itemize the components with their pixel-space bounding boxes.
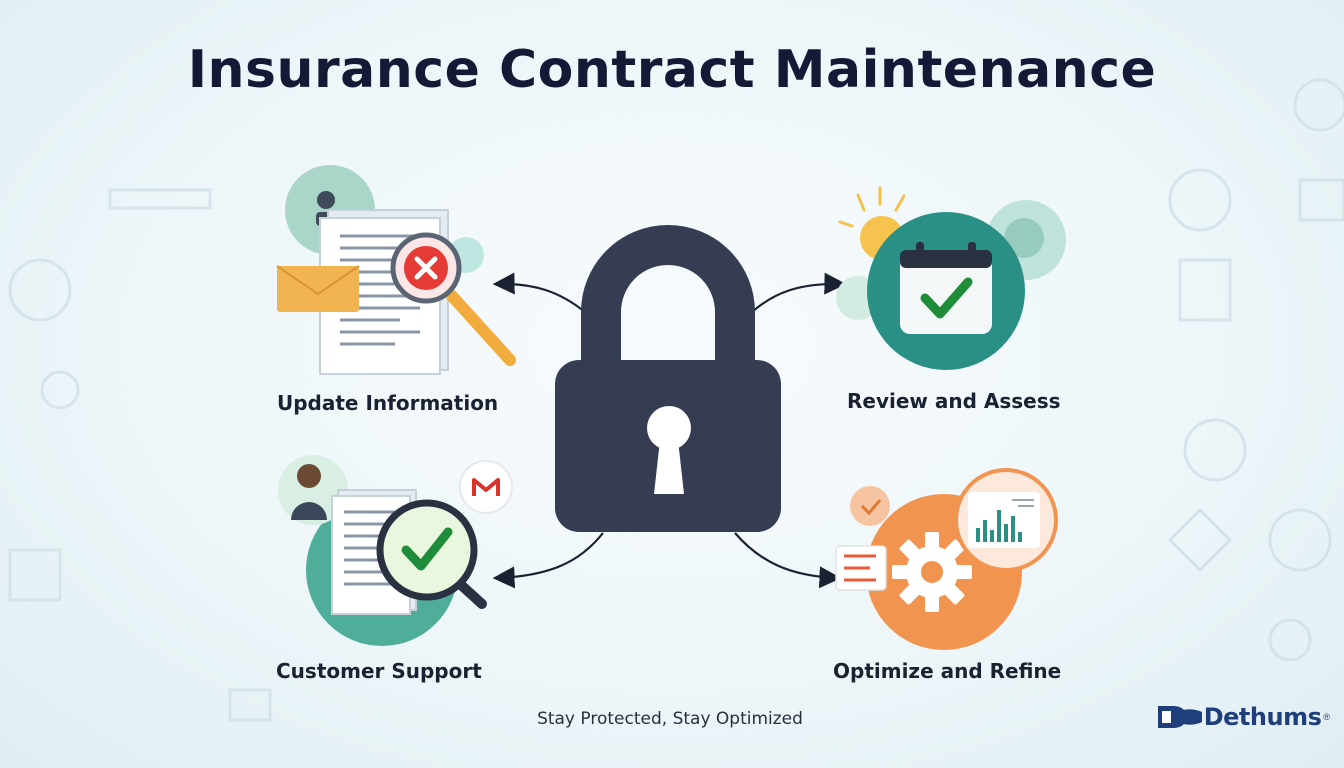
page-title: Insurance Contract Maintenance xyxy=(187,40,1157,100)
arrow-to-support xyxy=(492,532,604,589)
document-magnifier-check-icon xyxy=(278,455,513,646)
brand-trademark: ® xyxy=(1323,712,1330,722)
calendar-check-icon xyxy=(836,186,1066,370)
arrow-to-update xyxy=(492,272,586,313)
tagline: Stay Protected, Stay Optimized xyxy=(537,709,803,729)
step-label-optimize: Optimize and Refine xyxy=(833,659,1062,683)
brand-name: Dethums xyxy=(1203,703,1322,731)
padlock-icon xyxy=(555,225,781,532)
brand-logo: Dethums ® xyxy=(1156,700,1330,734)
gear-chart-icon xyxy=(835,468,1058,650)
brand-icon xyxy=(1157,706,1202,728)
step-label-support: Customer Support xyxy=(276,659,482,683)
arrow-to-optimize xyxy=(734,532,842,589)
arrow-to-review xyxy=(751,272,847,313)
step-label-update: Update Information xyxy=(277,391,499,415)
step-label-review: Review and Assess xyxy=(847,389,1061,413)
document-magnifier-x-icon xyxy=(276,165,516,375)
connector-arrows xyxy=(492,272,847,589)
